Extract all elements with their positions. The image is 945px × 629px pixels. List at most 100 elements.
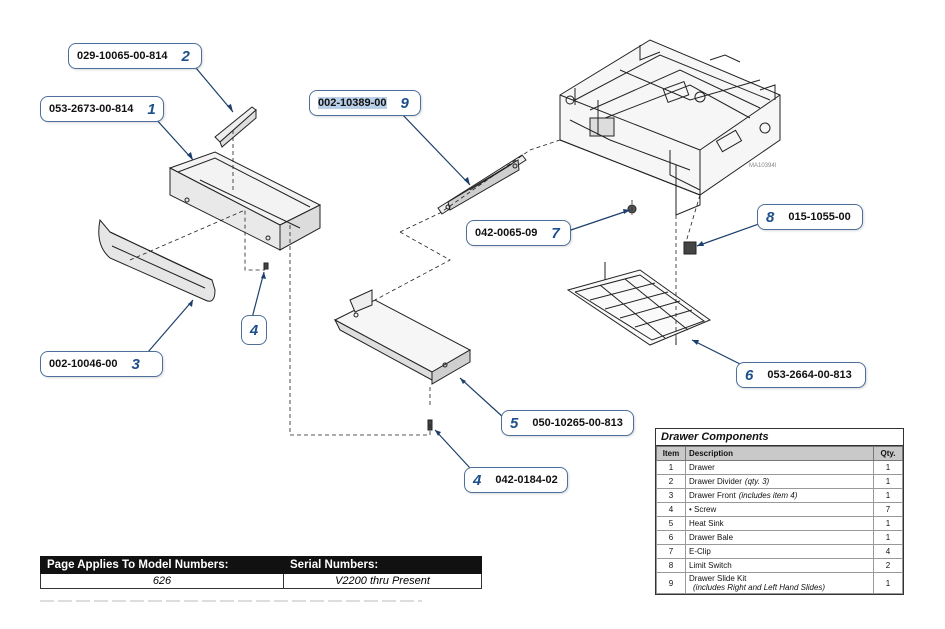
description-note: (qty. 3) [744, 477, 770, 486]
description-cell: Drawer Slide Kit(includes Right and Left… [685, 572, 874, 594]
limit-switch [683, 241, 697, 255]
header-model-numbers: Page Applies To Model Numbers: [40, 556, 284, 574]
drawer-divider [214, 106, 257, 148]
item-cell: 1 [656, 460, 686, 475]
item-number: 2 [181, 47, 190, 65]
qty-cell: 2 [873, 558, 903, 573]
qty-cell: 7 [873, 502, 903, 517]
header-description: Description [685, 446, 874, 461]
description-cell: Drawer Bale [685, 530, 874, 545]
item-cell: 2 [656, 474, 686, 489]
description-text: • Screw [689, 505, 717, 514]
table-title: Drawer Components [656, 429, 903, 446]
description-cell: Drawer Front(includes item 4) [685, 488, 874, 503]
item-number: 4 [249, 321, 259, 339]
item-cell: 3 [656, 488, 686, 503]
item-number: 4 [473, 471, 482, 489]
qty-cell: 1 [873, 488, 903, 503]
item-cell: 5 [656, 516, 686, 531]
model-number-value: 626 [40, 573, 284, 589]
leader-arrowheads [187, 104, 704, 436]
drawing-number: MA10394l [749, 163, 777, 169]
part-number: 053-2673-00-814 [49, 103, 134, 115]
assembly-lines [129, 130, 701, 436]
drawer-bale [566, 262, 712, 346]
description-cell: E-Clip [685, 544, 874, 559]
part-number: 042-0065-09 [475, 227, 538, 239]
description-cell: • Screw [685, 502, 874, 517]
serial-number-value: V2200 thru Present [283, 573, 482, 589]
item-number: 1 [147, 100, 156, 118]
callout-item-7: 042-0065-09 7 [466, 220, 571, 246]
qty-cell: 1 [873, 474, 903, 489]
model-serial-table: Page Applies To Model Numbers: Serial Nu… [40, 556, 482, 589]
callout-item-3: 002-10046-00 3 [40, 351, 163, 377]
item-number: 9 [400, 94, 409, 112]
callout-item-4-drawer-screw: 4 [241, 315, 267, 345]
part-number: 042-0184-02 [495, 474, 558, 486]
leader-lines [147, 67, 771, 469]
description-cell: Drawer Divider(qty. 3) [685, 474, 874, 489]
qty-cell: 1 [873, 460, 903, 475]
header-serial-numbers: Serial Numbers: [283, 556, 482, 574]
item-number: 8 [766, 208, 775, 226]
drawer-components-table: Drawer Components Item Description Qty. … [655, 428, 904, 595]
drawer-front [98, 218, 216, 302]
qty-cell: 4 [873, 544, 903, 559]
drawer-slide [437, 154, 527, 215]
part-number: 002-10046-00 [49, 358, 118, 370]
oven-chassis [559, 39, 781, 216]
description-cell: Limit Switch [685, 558, 874, 573]
header-item: Item [656, 446, 686, 461]
description-text: Drawer Bale [689, 533, 734, 542]
item-cell: 8 [656, 558, 686, 573]
item-cell: 6 [656, 530, 686, 545]
part-number: 015-1055-00 [788, 211, 851, 223]
description-note: (includes Right and Left Hand Slides) [693, 583, 826, 592]
callout-item-8: 8 015-1055-00 [757, 204, 863, 230]
drawer [168, 151, 322, 251]
qty-cell: 1 [873, 530, 903, 545]
description-text: Heat Sink [689, 519, 724, 528]
description-note: (includes item 4) [738, 491, 798, 500]
description-text: Drawer Slide Kit [689, 574, 747, 583]
qty-cell: 1 [873, 572, 903, 594]
description-cell: Drawer [685, 460, 874, 475]
callout-item-2: 029-10065-00-814 2 [68, 43, 202, 69]
callout-item-4: 4 042-0184-02 [464, 467, 568, 493]
footer-strip [40, 600, 422, 602]
qty-cell: 1 [873, 516, 903, 531]
item-cell: 7 [656, 544, 686, 559]
callout-item-9: 002-10389-00 9 [309, 90, 421, 116]
callout-item-1: 053-2673-00-814 1 [40, 96, 164, 122]
header-qty: Qty. [873, 446, 903, 461]
item-cell: 9 [656, 572, 686, 594]
description-text: Drawer Front [689, 491, 736, 500]
item-cell: 4 [656, 502, 686, 517]
description-text: E-Clip [689, 547, 711, 556]
part-number: 050-10265-00-813 [532, 417, 623, 429]
item-number: 7 [551, 224, 560, 242]
item-number: 3 [131, 355, 140, 373]
description-text: Drawer Divider [689, 477, 742, 486]
table-row: 4• Screw 7 [656, 502, 903, 517]
callout-item-6: 6 053-2664-00-813 [736, 362, 866, 388]
description-cell: Heat Sink [685, 516, 874, 531]
item-number: 6 [745, 366, 754, 384]
description-text: Limit Switch [689, 561, 732, 570]
heat-sink [333, 289, 472, 385]
description-text: Drawer [689, 463, 715, 472]
part-number: 053-2664-00-813 [767, 369, 852, 381]
callout-item-5: 5 050-10265-00-813 [501, 410, 634, 436]
part-number: 002-10389-00 [318, 97, 387, 109]
part-number: 029-10065-00-814 [77, 50, 168, 62]
